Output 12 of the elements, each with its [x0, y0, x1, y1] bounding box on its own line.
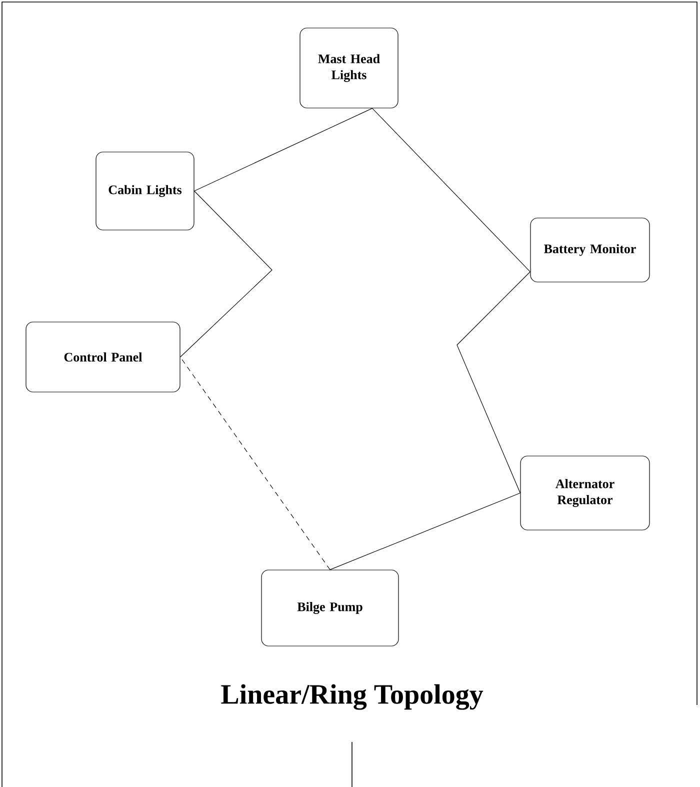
- device-box: Mast Head Lights: [300, 28, 398, 108]
- title: Linear/Ring Topology: [221, 684, 484, 710]
- connector-line: [194, 108, 373, 192]
- device-box: Bilge Pump: [261, 570, 399, 646]
- device-box: Cabin Lights: [96, 152, 194, 230]
- connector-line: [456, 271, 530, 494]
- connector-line: [330, 492, 520, 570]
- connector-line: [372, 108, 530, 272]
- device-box: Battery Monitor: [530, 218, 650, 282]
- device-box: Alternator Regulator: [520, 456, 650, 530]
- device-box: Control Panel: [26, 322, 180, 392]
- connector-line: [180, 190, 272, 358]
